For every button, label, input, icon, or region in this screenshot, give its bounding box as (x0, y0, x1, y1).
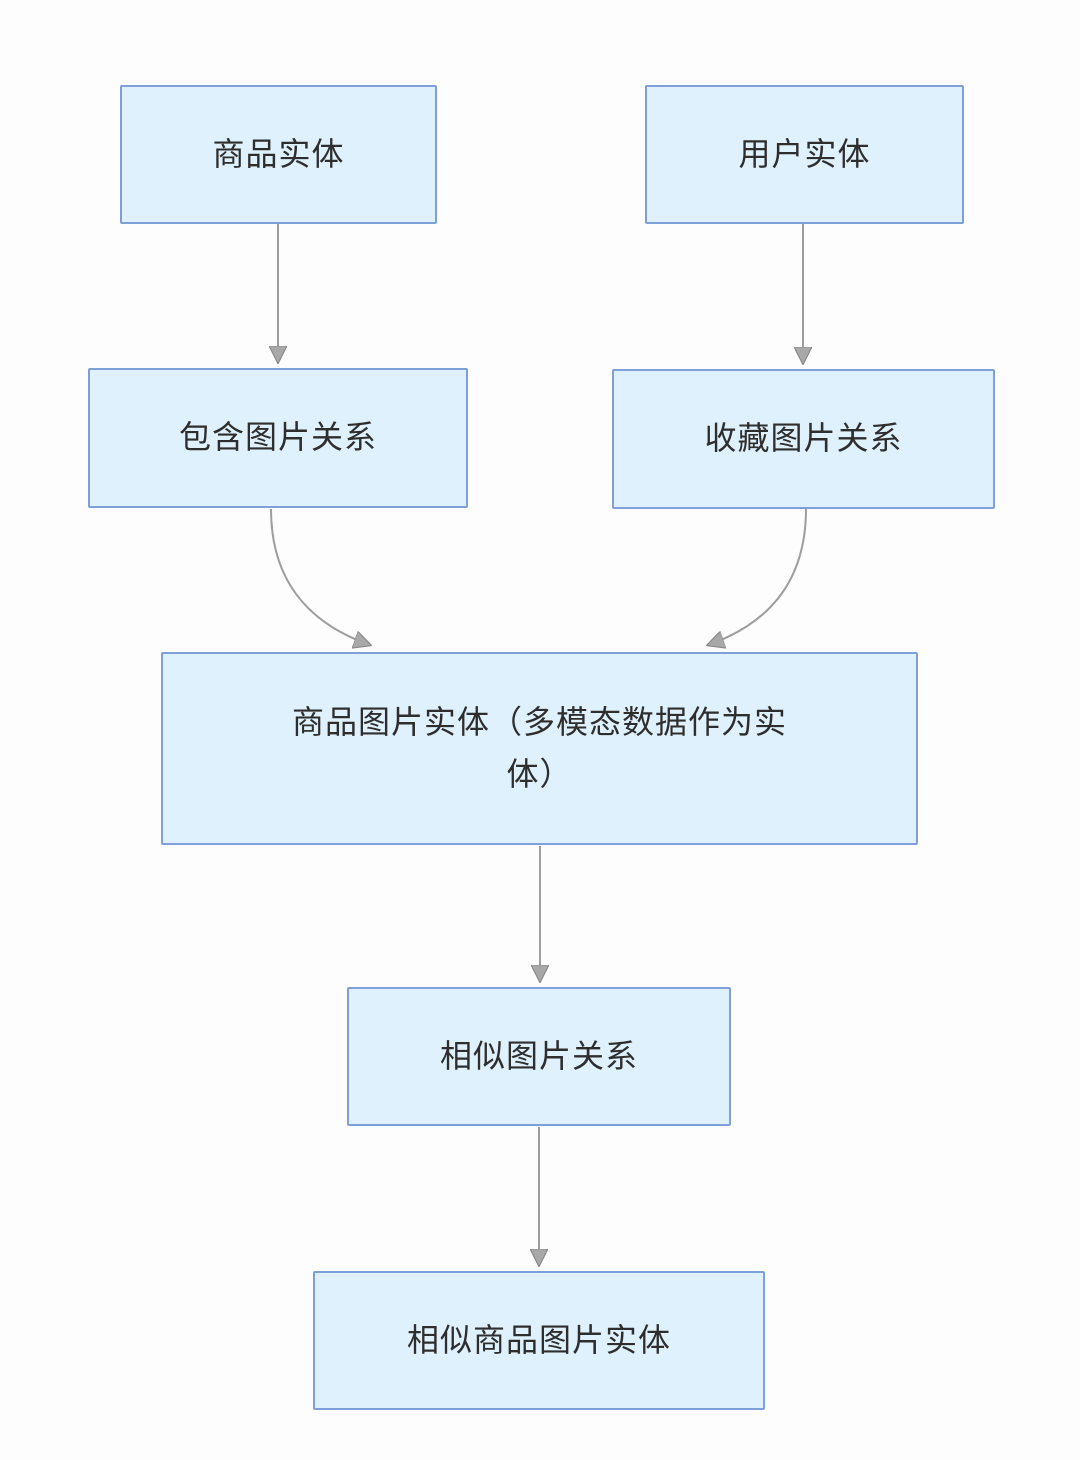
node-label: 收藏图片关系 (704, 420, 903, 457)
node-label: 包含图片关系 (178, 419, 377, 456)
node-similar-image-relation: 相似图片关系 (347, 987, 731, 1126)
edge-favorite-image-relation-to-product-image-entity (708, 508, 807, 645)
node-product-entity: 商品实体 (120, 85, 437, 224)
node-favorite-image-relation: 收藏图片关系 (612, 369, 995, 509)
node-product-image-entity: 商品图片实体（多模态数据作为实体） (161, 652, 918, 845)
node-label: 相似图片关系 (439, 1037, 638, 1074)
node-label: 用户实体 (738, 135, 871, 172)
node-label: 商品实体 (212, 135, 345, 172)
node-user-entity: 用户实体 (645, 85, 964, 224)
node-contains-image-relation: 包含图片关系 (88, 368, 468, 508)
edge-contains-image-relation-to-product-image-entity (270, 508, 370, 645)
node-label: 相似商品图片实体 (406, 1321, 671, 1358)
node-similar-product-image-entity: 相似商品图片实体 (313, 1271, 765, 1410)
node-label: 商品图片实体（多模态数据作为实体） (291, 703, 787, 792)
